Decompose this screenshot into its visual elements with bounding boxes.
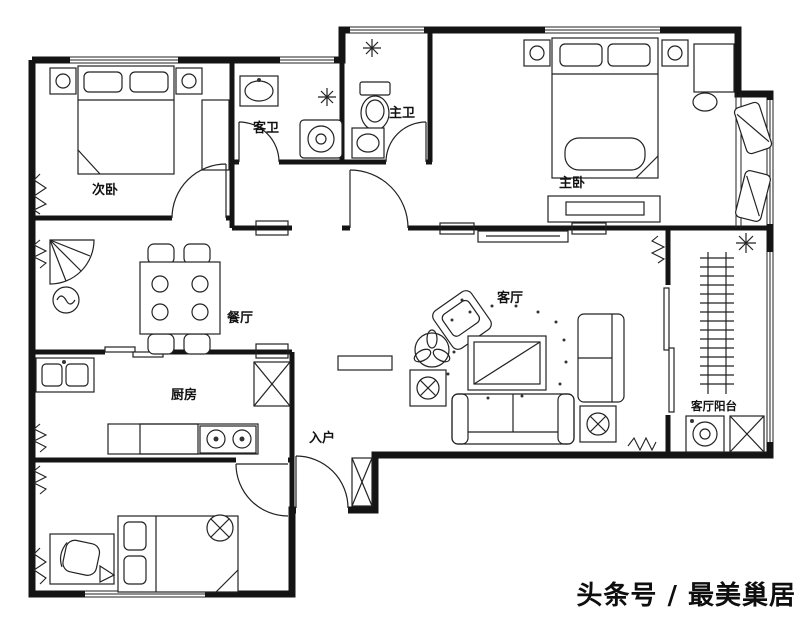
pillow-icon [83, 71, 123, 93]
master-bedroom-furniture [523, 37, 773, 223]
room-label-dining-room: 餐厅 [226, 310, 253, 326]
door-master-bathroom [385, 121, 427, 163]
chair-icon [183, 243, 211, 265]
lamp-icon [586, 412, 610, 436]
room-label-kitchen: 厨房 [171, 387, 197, 403]
fan-icon [413, 329, 451, 368]
living-room-furniture [409, 230, 625, 445]
wardrobe-icon [201, 99, 230, 171]
kitchen-furniture [35, 357, 291, 455]
spring-symbols [32, 173, 666, 585]
secondary-bedroom-furniture [49, 65, 203, 175]
door-entry [295, 455, 349, 509]
bottom-room-furniture [49, 514, 239, 593]
pillow-icon [129, 71, 169, 93]
interior-walls [32, 30, 770, 510]
nightstand-icon [175, 67, 203, 95]
balcony-furniture [685, 233, 765, 453]
throw-blanket-icon [564, 137, 646, 171]
light-icon [318, 88, 336, 106]
washer-icon [299, 119, 343, 159]
lamp-icon [99, 564, 116, 583]
office-chair-icon [59, 539, 101, 576]
chair-icon [147, 243, 175, 265]
windows [70, 26, 774, 598]
window-guest-bathroom [280, 56, 334, 64]
dining-table-icon [139, 261, 221, 335]
toilet-icon [359, 81, 391, 96]
bed-icon [77, 65, 175, 175]
room-label-master-bathroom: 主卫 [389, 105, 415, 121]
room-label-living-room: 客厅 [497, 290, 523, 306]
window-master-bedroom [545, 26, 660, 34]
lamp-icon [416, 376, 440, 400]
watermark: 头条号 / 最美巢居 [576, 580, 796, 611]
shower-icon [363, 39, 381, 57]
bed-icon [551, 37, 659, 179]
nightstand-icon [661, 39, 689, 67]
pillow-icon [123, 521, 147, 551]
window-balcony [766, 252, 774, 442]
entry-furniture [351, 457, 373, 507]
doors [104, 121, 675, 517]
room-label-guest-bathroom: 客卫 [253, 120, 279, 136]
chair-icon [147, 333, 175, 355]
chair-icon [183, 333, 211, 355]
room-label-master-bedroom: 主卧 [559, 175, 585, 191]
fan-decor-icon [49, 239, 95, 285]
room-labels: 次卧 客卫 主卫 主卧 餐厅 客厅 厨房 入户 客厅阳台 [92, 105, 737, 446]
chair-icon [692, 92, 718, 112]
nightstand-icon [49, 67, 77, 95]
guest-bathroom-fixtures [239, 75, 343, 159]
nightstand-icon [523, 39, 551, 67]
window-secondary-bedroom [70, 56, 178, 64]
master-bathroom-fixtures [351, 39, 391, 159]
dining-room-furniture [49, 239, 221, 355]
plant-icon [736, 233, 756, 253]
door-bottom-room [235, 463, 289, 517]
room-label-secondary-bedroom: 次卧 [92, 182, 118, 198]
window-bay [766, 100, 774, 224]
desk-icon [693, 43, 735, 93]
room-label-living-room-balcony: 客厅阳台 [690, 399, 737, 413]
sliding-door-balcony [663, 287, 675, 413]
stove-icon [199, 425, 257, 454]
tv-icon [565, 201, 645, 216]
door-guest-bathroom [238, 121, 280, 163]
door-secondary-bedroom [171, 163, 227, 219]
pillow-icon [123, 555, 147, 585]
room-label-entry: 入户 [309, 430, 335, 446]
pillow-icon [607, 43, 651, 67]
door-master-bedroom [349, 169, 409, 229]
rug-dots [446, 298, 568, 400]
hatched-piers [201, 99, 607, 371]
pillow-icon [559, 43, 603, 67]
tv-cabinet-icon [547, 195, 661, 223]
clothes-rack-icon [700, 252, 734, 394]
window-master-bathroom [350, 26, 424, 34]
